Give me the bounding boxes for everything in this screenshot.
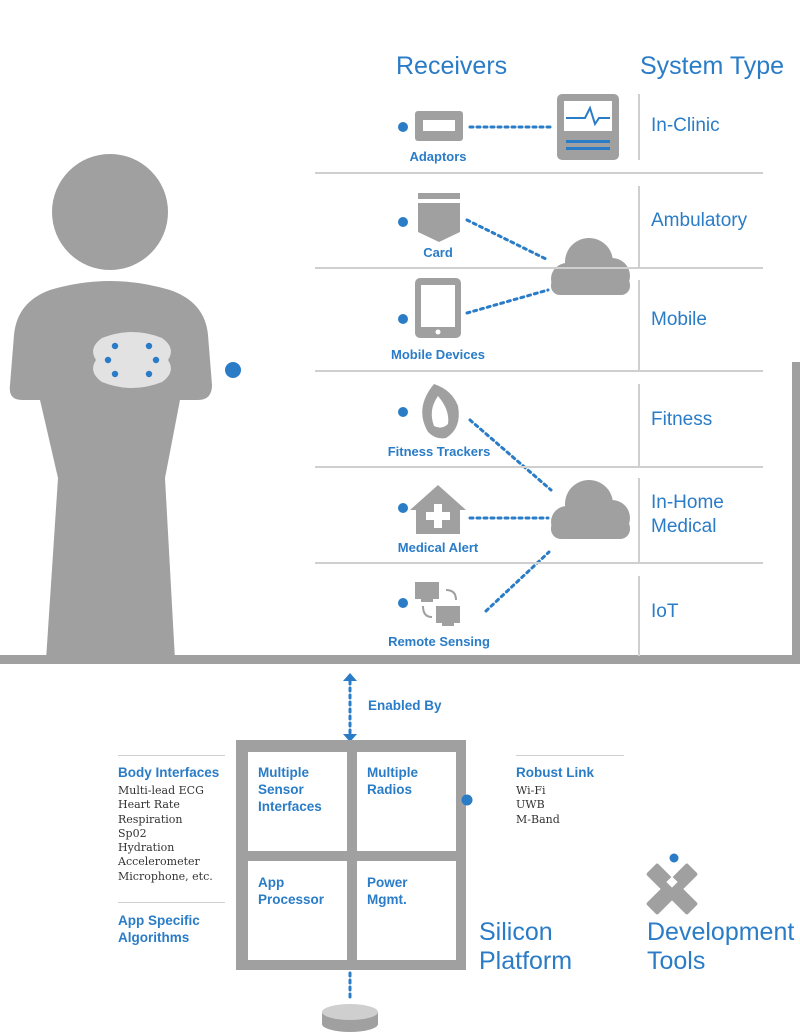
system-type-header: System Type bbox=[640, 52, 785, 80]
column-divider bbox=[638, 94, 640, 160]
algorithms-rule bbox=[118, 902, 225, 903]
tablet-icon bbox=[415, 278, 461, 338]
receiver-dot bbox=[398, 314, 408, 324]
receiver-label-fitness-trackers: Fitness Trackers bbox=[387, 444, 491, 459]
enabled-by-label: Enabled By bbox=[368, 698, 442, 713]
row-divider bbox=[315, 370, 763, 372]
robust-link-title: Robust Link bbox=[516, 765, 594, 780]
receiver-label-card: Card bbox=[423, 245, 453, 260]
arrow-up bbox=[343, 673, 357, 681]
block-app-processor: App Processor bbox=[258, 875, 325, 907]
remote-sensing-icon bbox=[415, 582, 460, 626]
body-interfaces-title: Body Interfaces bbox=[118, 765, 220, 780]
development-tools-icon bbox=[646, 853, 698, 915]
row-divider bbox=[315, 172, 763, 174]
chip-link-dot bbox=[461, 794, 473, 806]
list-item: Respiration bbox=[118, 812, 183, 826]
system-type-iot: IoT bbox=[651, 601, 679, 622]
dotted-connectors bbox=[348, 125, 555, 1002]
list-item: Sp02 bbox=[118, 826, 147, 840]
receiver-dot bbox=[398, 217, 408, 227]
cloud-icon-upper bbox=[551, 238, 630, 295]
arrow-down bbox=[343, 734, 357, 742]
system-type-ambulatory: Ambulatory bbox=[651, 210, 748, 231]
list-item: M-Band bbox=[516, 812, 560, 826]
robust-link-rule bbox=[516, 755, 624, 756]
cloud-icon-lower bbox=[551, 480, 630, 539]
row-divider bbox=[315, 466, 763, 468]
ground-line bbox=[0, 655, 800, 664]
row-divider bbox=[315, 562, 763, 564]
column-divider bbox=[638, 576, 640, 656]
receiver-dot bbox=[398, 503, 408, 513]
silicon-platform-label: Silicon Platform bbox=[479, 918, 573, 975]
receivers-header: Receivers bbox=[396, 52, 508, 80]
person-silhouette bbox=[9, 154, 212, 660]
fitness-tracker-icon bbox=[422, 384, 459, 439]
development-tools-label: Development Tools bbox=[647, 918, 795, 975]
block-power-mgmt: Power Mgmt. bbox=[367, 875, 408, 907]
body-interfaces-rule bbox=[118, 755, 225, 756]
column-divider bbox=[638, 478, 640, 562]
person-link-dot bbox=[225, 362, 241, 378]
wearable-sensor-patch bbox=[93, 332, 171, 388]
list-item: Accelerometer bbox=[118, 855, 200, 869]
system-type-mobile: Mobile bbox=[651, 309, 707, 330]
clinic-monitor-icon bbox=[557, 94, 619, 160]
silicon-platform-chip bbox=[236, 740, 466, 970]
right-frame-post bbox=[792, 362, 800, 658]
receiver-label-mobile-devices: Mobile Devices bbox=[391, 347, 485, 362]
row-divider bbox=[315, 267, 763, 269]
receiver-label-adaptors: Adaptors bbox=[409, 149, 467, 164]
column-divider bbox=[638, 186, 640, 268]
puck-device-icon bbox=[322, 1004, 378, 1032]
receiver-label-remote-sensing: Remote Sensing bbox=[388, 634, 490, 649]
list-item: Hydration bbox=[118, 841, 175, 855]
receiver-label-medical-alert: Medical Alert bbox=[397, 540, 479, 555]
list-item: Microphone, etc. bbox=[118, 869, 213, 883]
system-type-fitness: Fitness bbox=[651, 409, 713, 430]
receiver-dot bbox=[398, 122, 408, 132]
receiver-dot bbox=[398, 407, 408, 417]
receiver-dot bbox=[398, 598, 408, 608]
block-multiple-radios: Multiple Radios bbox=[367, 765, 418, 797]
list-item: Wi-Fi bbox=[516, 784, 546, 797]
system-type-in-clinic: In-Clinic bbox=[651, 115, 720, 136]
list-item: Multi-lead ECG bbox=[118, 784, 204, 797]
app-specific-algorithms: App Specific Algorithms bbox=[118, 913, 200, 945]
column-divider bbox=[638, 384, 640, 466]
column-divider bbox=[638, 280, 640, 370]
list-item: UWB bbox=[516, 798, 545, 812]
robust-link-list: Wi-Fi UWB M-Band bbox=[516, 784, 560, 827]
medical-alert-house-icon bbox=[410, 485, 466, 534]
card-icon bbox=[418, 193, 460, 242]
list-item: Heart Rate bbox=[118, 798, 180, 812]
adaptor-icon bbox=[415, 111, 463, 141]
body-interfaces-list: Multi-lead ECG Heart Rate Respiration Sp… bbox=[118, 784, 213, 884]
block-multiple-sensor-interfaces: Multiple Sensor Interfaces bbox=[258, 765, 322, 814]
